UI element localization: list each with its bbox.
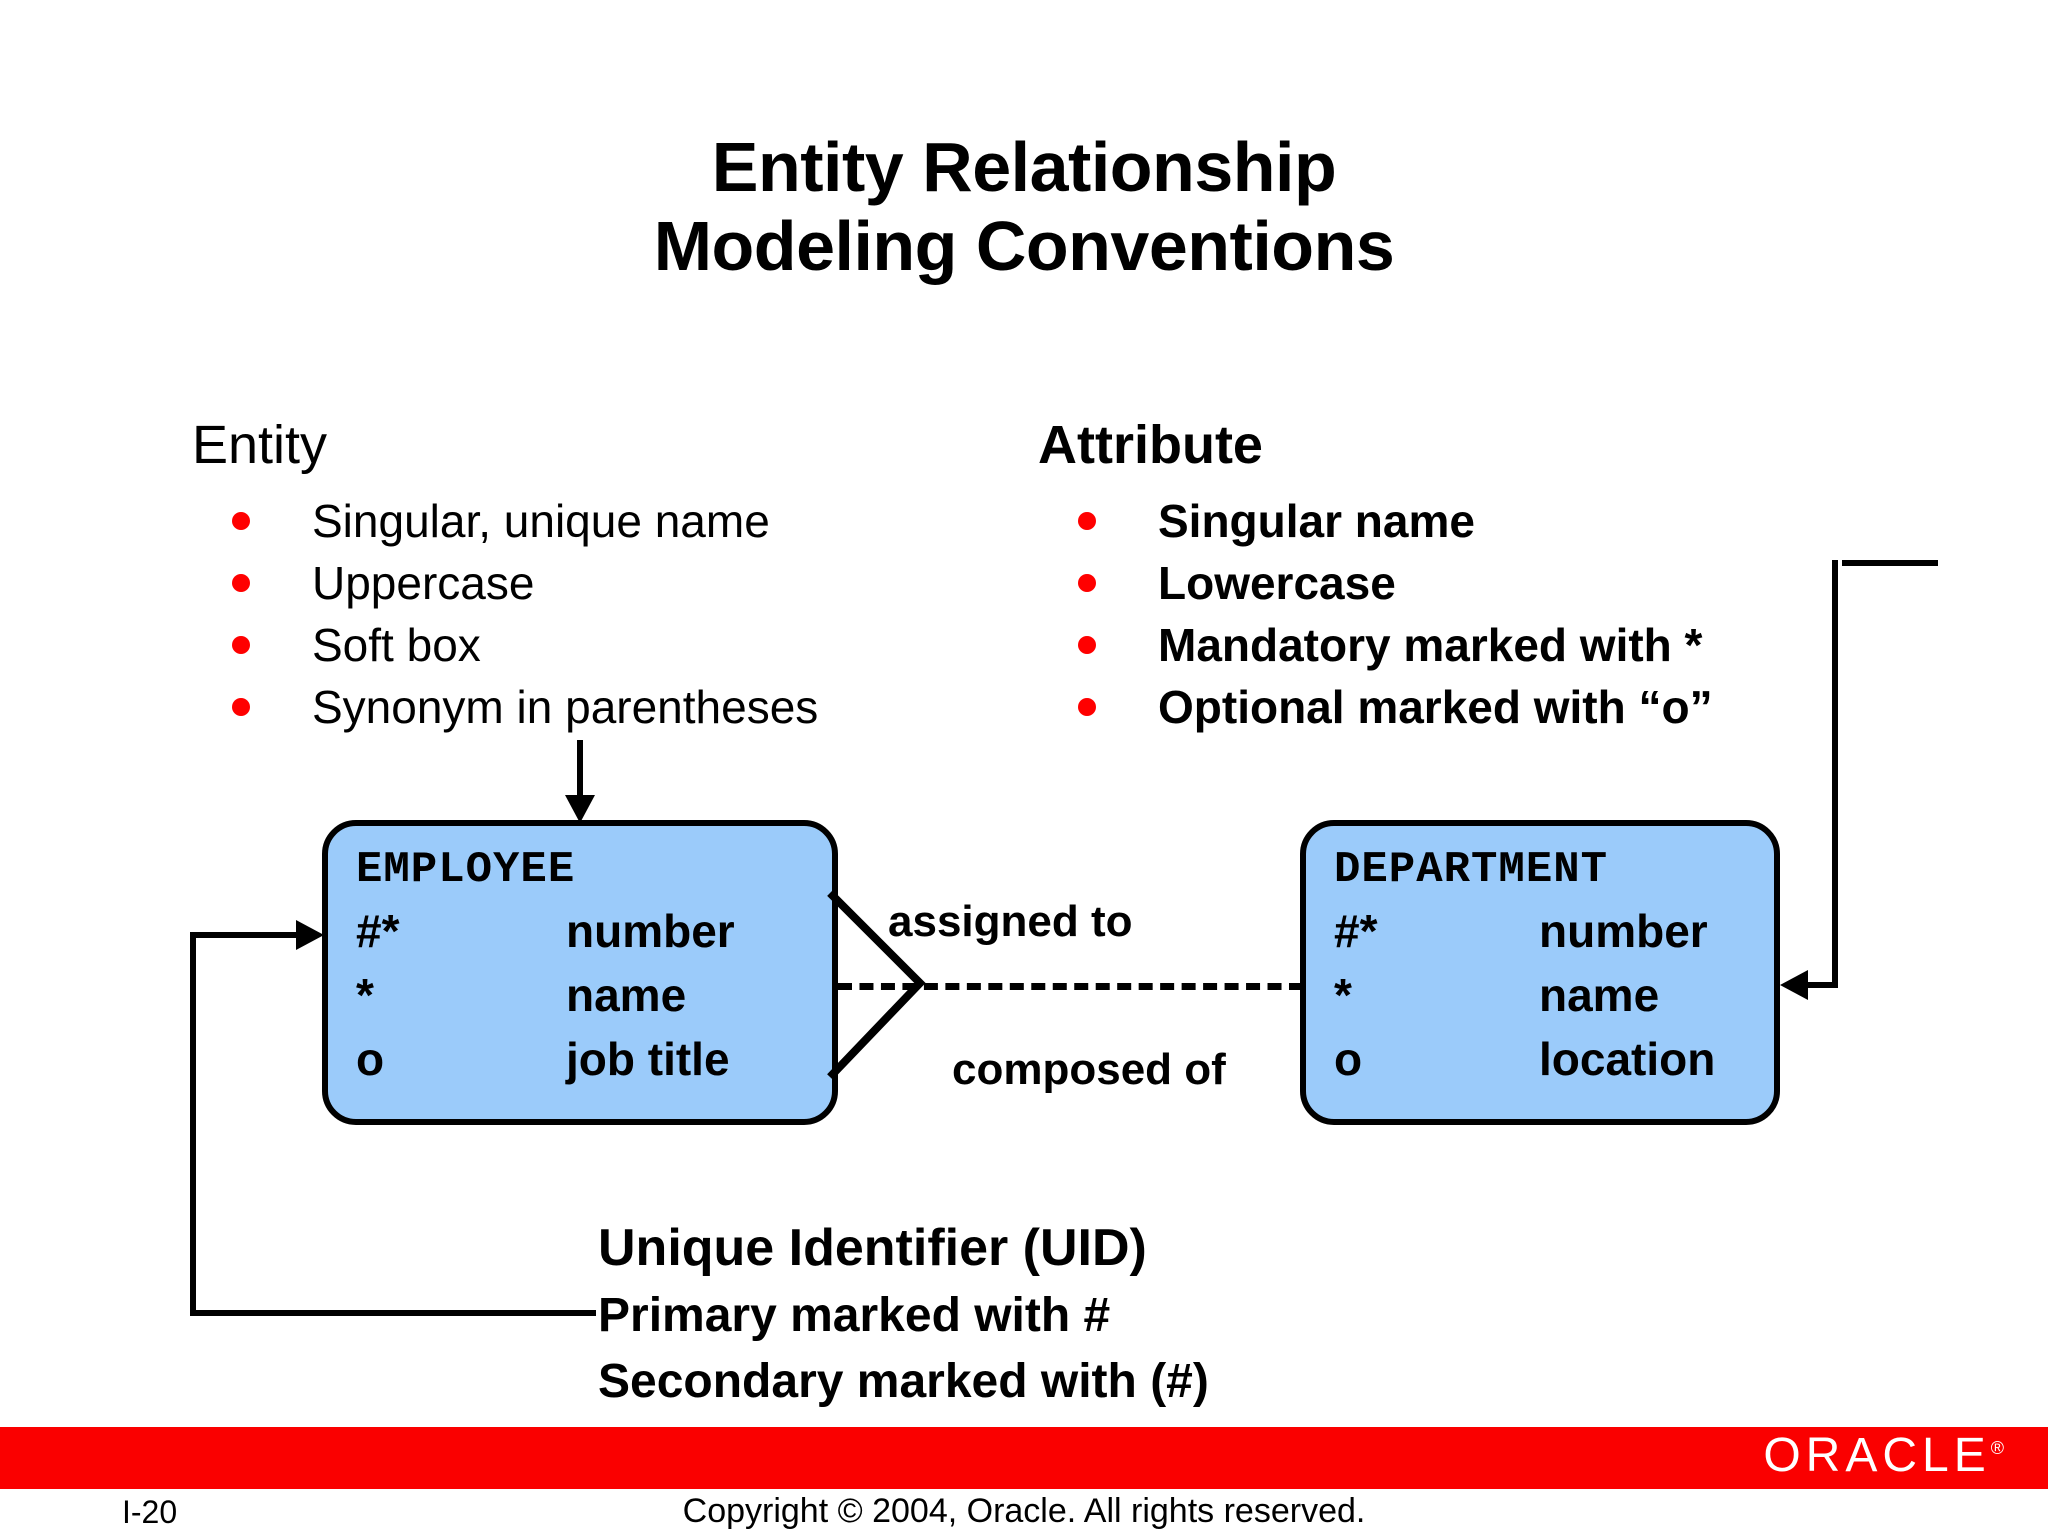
connector-uid-to-employee-top — [190, 932, 300, 938]
connector-attribute-to-department-arrowhead — [1780, 970, 1808, 1000]
bullet-dot-icon — [232, 636, 250, 654]
list-item-label: Uppercase — [312, 557, 535, 609]
connector-uid-to-employee-arrowhead — [296, 920, 324, 950]
entity-box-department[interactable]: DEPARTMENT #* number * name o location — [1300, 820, 1780, 1125]
entity-bullet-list: Singular, unique name Uppercase Soft box… — [192, 490, 818, 738]
relationship-label-composed-of: composed of — [952, 1045, 1226, 1094]
page-number: I-20 — [122, 1494, 178, 1530]
bullet-dot-icon — [1078, 574, 1096, 592]
list-item: Lowercase — [1038, 552, 1713, 614]
list-item: Soft box — [192, 614, 818, 676]
connector-attribute-to-department-vertical — [1832, 560, 1838, 985]
bullet-dot-icon — [1078, 698, 1096, 716]
entity-name-department: DEPARTMENT — [1334, 845, 1609, 895]
connector-synonym-to-employee-stem — [577, 740, 583, 802]
attribute-marker: #* — [1334, 905, 1378, 957]
table-row: o job title — [356, 1036, 822, 1100]
list-item-label: Soft box — [312, 619, 481, 671]
uid-primary-line: Primary marked with # — [598, 1289, 1111, 1342]
relationship-label-assigned-to: assigned to — [888, 897, 1133, 946]
list-item-label: Mandatory marked with * — [1158, 619, 1703, 671]
attribute-name: location — [1539, 1033, 1716, 1085]
page-title: Entity Relationship Modeling Conventions — [653, 128, 1395, 286]
list-item-label: Singular name — [1158, 495, 1475, 547]
connector-uid-to-employee-bottom — [190, 1310, 596, 1316]
list-item: Uppercase — [192, 552, 818, 614]
attribute-marker: o — [1334, 1033, 1363, 1085]
crowsfoot-icon — [827, 890, 926, 1080]
entity-column-heading: Entity — [192, 415, 328, 475]
relationship-dashed-line — [838, 983, 1303, 990]
list-item-label: Optional marked with “o” — [1158, 681, 1713, 733]
attribute-name: name — [566, 969, 687, 1021]
bullet-dot-icon — [1078, 636, 1096, 654]
attribute-rows-employee: #* number * name o job title — [356, 908, 822, 1100]
connector-attribute-to-department-top — [1842, 560, 1938, 566]
table-row: #* number — [1334, 908, 1764, 972]
attribute-name: name — [1539, 969, 1660, 1021]
attribute-bullet-list: Singular name Lowercase Mandatory marked… — [1038, 490, 1713, 738]
table-row: o location — [1334, 1036, 1764, 1100]
table-row: * name — [356, 972, 822, 1036]
table-row: * name — [1334, 972, 1764, 1036]
attribute-marker: o — [356, 1033, 385, 1085]
list-item-label: Synonym in parentheses — [312, 681, 819, 733]
oracle-logo: ORACLE® — [1763, 1432, 2004, 1480]
connector-synonym-to-employee-arrowhead — [565, 795, 595, 823]
attribute-name: job title — [566, 1033, 730, 1085]
table-row: #* number — [356, 908, 822, 972]
attribute-marker: * — [356, 969, 374, 1021]
attribute-rows-department: #* number * name o location — [1334, 908, 1764, 1100]
list-item-label: Lowercase — [1158, 557, 1396, 609]
bullet-dot-icon — [1078, 512, 1096, 530]
copyright-notice: Copyright © 2004, Oracle. All rights res… — [682, 1492, 1366, 1530]
list-item: Optional marked with “o” — [1038, 676, 1713, 738]
bullet-dot-icon — [232, 698, 250, 716]
list-item-label: Singular, unique name — [312, 495, 770, 547]
attribute-name: number — [566, 905, 735, 957]
entity-box-employee[interactable]: EMPLOYEE #* number * name o job title — [322, 820, 838, 1125]
connector-uid-to-employee-vertical — [190, 932, 196, 1316]
connector-attribute-to-department-bottom — [1808, 982, 1838, 988]
oracle-logo-text: ORACLE — [1763, 1429, 1991, 1482]
entity-name-employee: EMPLOYEE — [356, 845, 576, 895]
attribute-marker: * — [1334, 969, 1352, 1021]
list-item: Singular, unique name — [192, 490, 818, 552]
uid-block: Unique Identifier (UID) Primary marked w… — [598, 1222, 1209, 1406]
list-item: Synonym in parentheses — [192, 676, 818, 738]
list-item: Singular name — [1038, 490, 1713, 552]
list-item: Mandatory marked with * — [1038, 614, 1713, 676]
attribute-column-heading: Attribute — [1038, 415, 1263, 475]
attribute-marker: #* — [356, 905, 400, 957]
bullet-dot-icon — [232, 574, 250, 592]
footer-bar — [0, 1427, 2048, 1489]
registered-trademark-icon: ® — [1990, 1438, 2004, 1458]
attribute-name: number — [1539, 905, 1708, 957]
uid-secondary-line: Secondary marked with (#) — [598, 1355, 1209, 1408]
uid-title: Unique Identifier (UID) — [598, 1219, 1147, 1277]
bullet-dot-icon — [232, 512, 250, 530]
